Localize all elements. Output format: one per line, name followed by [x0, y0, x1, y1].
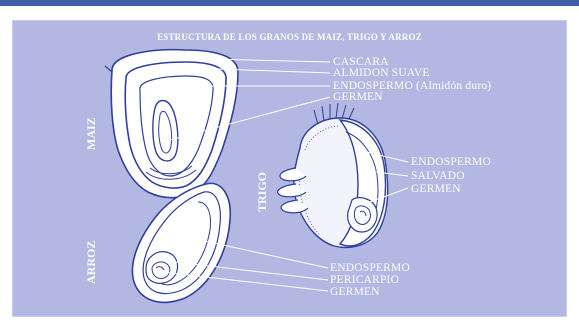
arroz-label-endospermo: ENDOSPERMO [330, 262, 410, 274]
arroz-label-germen: GERMEN [330, 286, 380, 298]
trigo-label-salvado: SALVADO [411, 170, 465, 182]
arroz-grain-name: ARROZ [84, 241, 99, 284]
trigo-label-germen: GERMEN [411, 183, 461, 195]
maiz-kernel-drawing [105, 50, 238, 198]
diagram-title: ESTRUCTURA DE LOS GRANOS DE MAIZ, TRIGO … [0, 32, 579, 42]
arroz-kernel-drawing [132, 183, 230, 302]
trigo-kernel-drawing [278, 103, 388, 247]
maiz-label-almidon-suave: ALMIDON SUAVE [333, 67, 430, 79]
maiz-label-germen: GERMEN [333, 91, 383, 103]
maiz-grain-name: MAIZ [84, 117, 99, 150]
trigo-label-endospermo: ENDOSPERMO [411, 156, 491, 168]
arroz-label-pericarpio: PERICARPIO [330, 274, 399, 286]
trigo-grain-name: TRIGO [255, 172, 270, 212]
